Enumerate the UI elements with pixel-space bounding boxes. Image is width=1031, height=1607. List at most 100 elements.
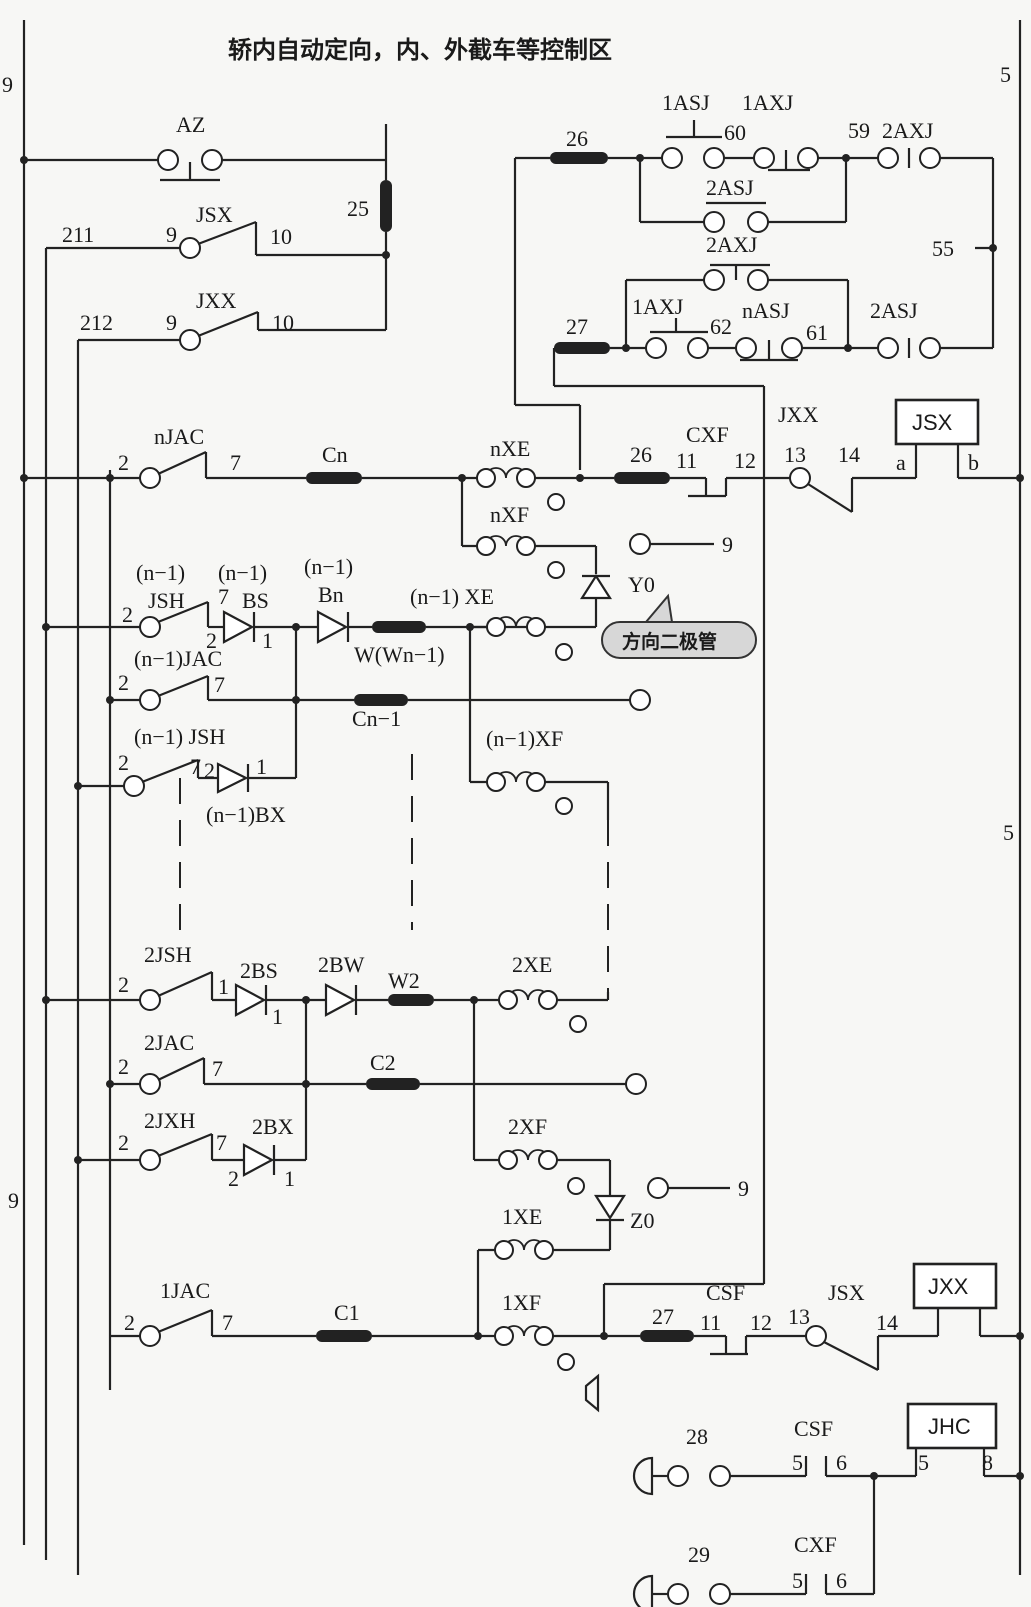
label-2ASJ-mid: 2ASJ xyxy=(706,175,754,200)
label-2JSH-2: 2 xyxy=(118,972,129,997)
label-JHC-8: 8 xyxy=(982,1450,993,1475)
nXF-Y0: nXF 9 Y0 方向二极管 xyxy=(460,478,757,659)
wire-25: 25 xyxy=(347,124,392,330)
label-n1JSH2-7: 7 xyxy=(190,754,201,779)
diagram-title: 轿内自动定向，内、外截车等控制区 xyxy=(228,36,612,64)
label-n1XE: (n−1) XE xyxy=(410,584,494,609)
label-1JAC-2: 2 xyxy=(124,1310,135,1335)
label-CXF-top: CXF xyxy=(686,422,729,447)
label-n1BS-a: (n−1) xyxy=(218,560,267,585)
label-JXX-14: 14 xyxy=(838,442,860,467)
label-2JAC: 2JAC xyxy=(144,1030,194,1055)
label-CSF-bottom: CSF xyxy=(794,1416,833,1441)
label-n1BX-1: 1 xyxy=(256,754,267,779)
row-n1JSH: (n−1) JSH 2 7 (n−1) BS 2 1 (n−1) Bn W(Wn… xyxy=(42,554,573,667)
label-n1JAC-2: 2 xyxy=(118,670,129,695)
label-CSF-top: CSF xyxy=(706,1280,745,1305)
az-branch: AZ xyxy=(20,112,386,182)
label-25: 25 xyxy=(347,196,369,221)
label-CSF-12: 12 xyxy=(750,1310,772,1335)
label-W: W(Wn−1) xyxy=(354,642,445,667)
label-nXF-9: 9 xyxy=(722,532,733,557)
callout-direction-diode: 方向二极管 xyxy=(622,630,717,653)
label-Cn: Cn xyxy=(322,442,348,467)
row-n1JAC: 2 (n−1)JAC 7 Cn−1 xyxy=(106,627,651,778)
label-n1BS-2: 2 xyxy=(206,628,217,653)
label-nJAC-2: 2 xyxy=(118,450,129,475)
jxx-branch: 212 9 JXX 10 xyxy=(78,288,386,351)
label-1XF: 1XF xyxy=(502,1290,541,1315)
label-1JAC: 1JAC xyxy=(160,1278,210,1303)
label-CXF-bottom: CXF xyxy=(794,1532,837,1557)
label-27a: 27 xyxy=(566,314,588,339)
label-Z0: Z0 xyxy=(630,1208,654,1233)
rail-label-9-top: 9 xyxy=(2,72,13,97)
row-JHC: 28 CSF 5 6 JHC 5 8 29 CXF 5 6 xyxy=(632,1402,1024,1607)
label-jsx-10: 10 xyxy=(270,224,292,249)
interlock-network: 26 1ASJ 1AXJ 60 59 2AXJ 55 2ASJ 2AXJ xyxy=(513,90,997,1268)
rail-label-5-mid: 5 xyxy=(1003,820,1014,845)
label-JXX-contact: JXX xyxy=(196,288,236,313)
label-jsx-9: 9 xyxy=(166,222,177,247)
label-60: 60 xyxy=(724,120,746,145)
label-JHC-5: 5 xyxy=(918,1450,929,1475)
label-CXF-5: 5 xyxy=(792,1568,803,1593)
label-n1BS-1: 1 xyxy=(262,628,273,653)
label-2JAC-7: 7 xyxy=(212,1056,223,1081)
label-C2: C2 xyxy=(370,1050,396,1075)
row-nJAC: 2 nJAC 7 Cn nXE 26 CXF 11 12 JXX 13 14 J… xyxy=(20,398,1024,513)
label-2BS-1b: 1 xyxy=(272,1004,283,1029)
label-JSX-13: 13 xyxy=(788,1304,810,1329)
label-2JXH: 2JXH xyxy=(144,1108,195,1133)
label-n1JSH-a: (n−1) xyxy=(136,560,185,585)
label-n1JSH2: (n−1) JSH xyxy=(134,724,225,749)
label-n1Bn-b: Bn xyxy=(318,582,344,607)
dashed-continuation xyxy=(179,754,609,992)
label-nJAC-7: 7 xyxy=(230,450,241,475)
row-2JSH: 2 2JSH 1 2BS 1 2BW W2 2XE xyxy=(42,942,610,1033)
label-59: 59 xyxy=(848,118,870,143)
label-JSX-14: 14 xyxy=(876,1310,898,1335)
label-CXF-11: 11 xyxy=(676,448,697,473)
label-AZ: AZ xyxy=(176,112,205,137)
label-JSX-b: b xyxy=(968,450,979,475)
label-CSF-5: 5 xyxy=(792,1450,803,1475)
label-1JAC-7: 7 xyxy=(222,1310,233,1335)
label-61: 61 xyxy=(806,320,828,345)
row-2JAC: 2 2JAC 7 C2 xyxy=(106,1000,647,1160)
row-2JXH: 2 2JXH 7 2BX 2 1 xyxy=(74,1108,306,1191)
row-n1JSH2: 2 (n−1) JSH 7 2 1 (n−1)BX (n−1)XF xyxy=(74,627,610,827)
relay-JHC: JHC xyxy=(928,1414,971,1439)
label-29: 29 xyxy=(688,1542,710,1567)
label-2JXH-7: 7 xyxy=(216,1130,227,1155)
label-jxx-9: 9 xyxy=(166,310,177,335)
label-1XE: 1XE xyxy=(502,1204,542,1229)
label-2AXJ-top: 2AXJ xyxy=(882,118,934,143)
label-JXX-contact-2: JXX xyxy=(778,402,818,427)
relay-JXX: JXX xyxy=(928,1274,969,1299)
label-n1JAC: (n−1)JAC xyxy=(134,646,222,671)
label-212: 212 xyxy=(80,310,113,335)
label-n1JSH-2: 2 xyxy=(122,602,133,627)
label-211: 211 xyxy=(62,222,94,247)
label-C1: C1 xyxy=(334,1300,360,1325)
label-jxx-10: 10 xyxy=(272,310,294,335)
label-n1BS-b: BS xyxy=(242,588,269,613)
label-27b: 27 xyxy=(652,1304,674,1329)
rail-label-9-bottom: 9 xyxy=(8,1188,19,1213)
label-2BS-1a: 1 xyxy=(218,974,229,999)
jsx-branch: 211 9 JSX 10 xyxy=(46,202,386,259)
rail-label-5-top: 5 xyxy=(1000,62,1011,87)
label-1AXJ-top: 1AXJ xyxy=(742,90,794,115)
label-CXF-6: 6 xyxy=(836,1568,847,1593)
label-JSX-contact: JSX xyxy=(196,202,233,227)
row-1JAC: 1XE 2 1JAC 7 C1 xyxy=(110,1204,1024,1413)
label-CSF-11: 11 xyxy=(700,1310,721,1335)
label-2JAC-2: 2 xyxy=(118,1054,129,1079)
right-rail: 5 5 xyxy=(1000,20,1022,1575)
label-2BW: 2BW xyxy=(318,952,365,977)
label-nXF: nXF xyxy=(490,502,529,527)
label-28: 28 xyxy=(686,1424,708,1449)
